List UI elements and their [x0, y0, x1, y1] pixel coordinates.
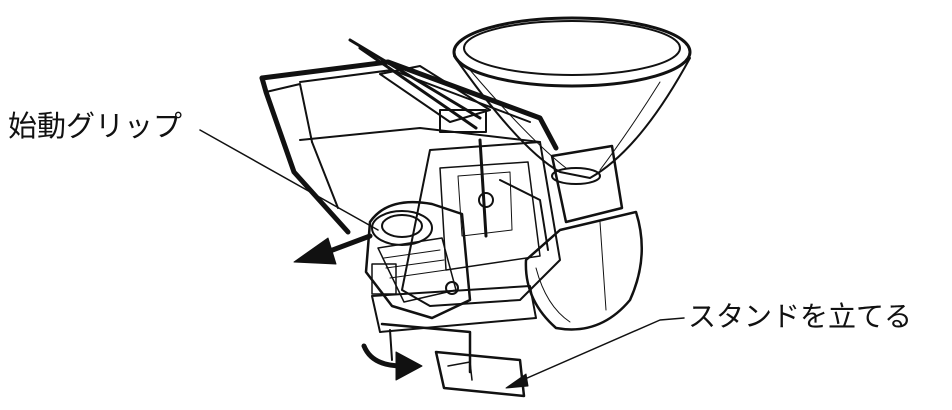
hopper: [452, 16, 692, 185]
leader-line-grip: [199, 129, 379, 231]
engine: [364, 200, 472, 320]
curved-arrow-icon: [361, 343, 423, 381]
leader-arrowhead-stand: [505, 373, 529, 389]
raise-stand-label: スタンドを立てる: [688, 300, 913, 333]
discharge-shield: [524, 144, 644, 331]
chassis: [401, 138, 561, 307]
start-grip-label: 始動グリップ: [8, 109, 183, 143]
stand-base: [371, 285, 537, 398]
arrow-left-icon: [293, 233, 373, 265]
handle-frame: [259, 38, 559, 235]
leader-line-stand: [517, 317, 685, 383]
